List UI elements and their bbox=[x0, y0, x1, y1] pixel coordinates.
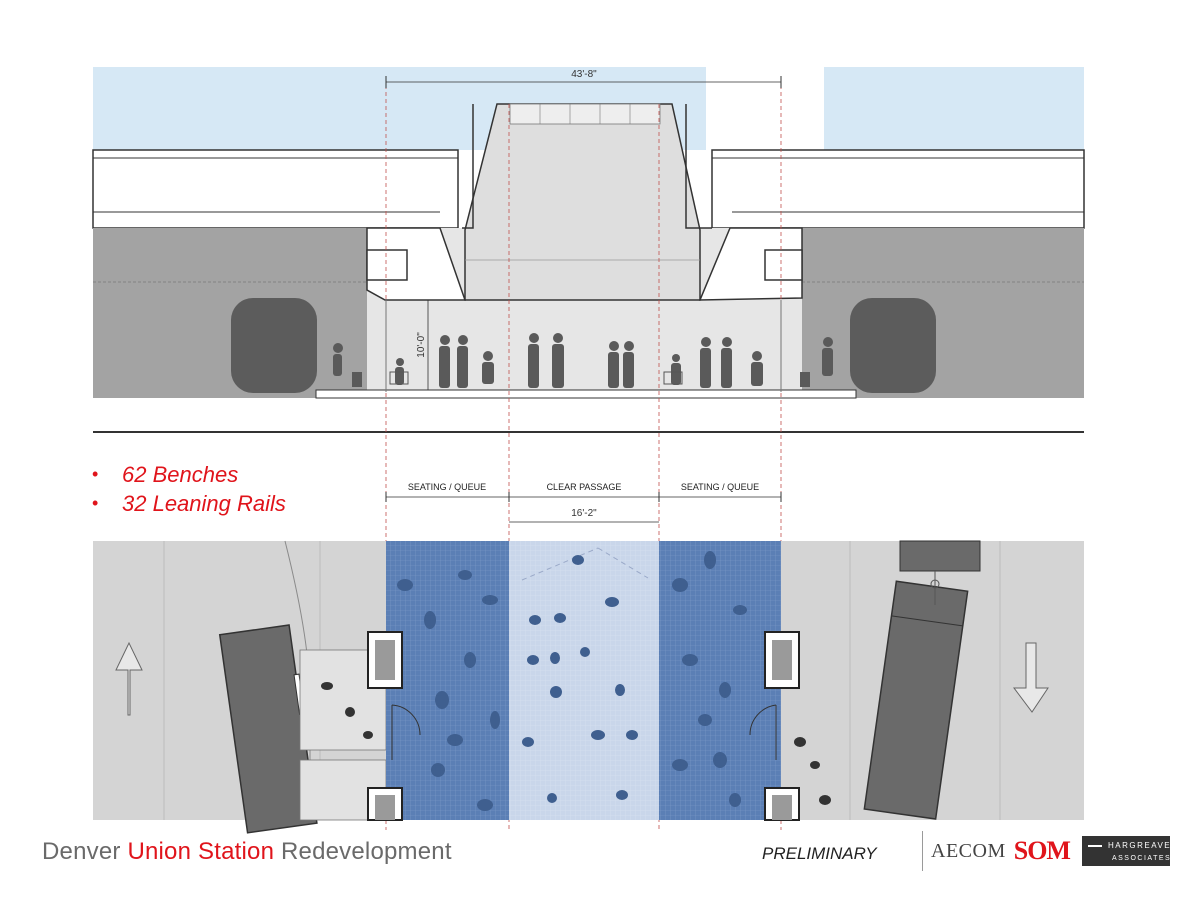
sky-building-right bbox=[706, 67, 824, 150]
zone-label-seating-left: SEATING / QUEUE bbox=[408, 482, 486, 492]
bullet-icon: • bbox=[92, 493, 99, 513]
partner-logos: AECOM SOM HARGREAVES ASSOCIATES bbox=[922, 830, 1176, 872]
project-title-accent: Union Station bbox=[127, 838, 275, 865]
width-dimension-label: 43'-8" bbox=[571, 69, 597, 80]
people-silhouettes-street bbox=[321, 682, 831, 805]
hargreaves-logo-line1: HARGREAVES bbox=[1107, 841, 1178, 850]
amenity-leaning-rails: 32 Leaning Rails bbox=[122, 491, 286, 516]
som-logo: SOM bbox=[1013, 836, 1071, 865]
aecom-logo: AECOM bbox=[931, 839, 1006, 862]
bus-left bbox=[231, 298, 317, 393]
column-blocks bbox=[367, 631, 800, 821]
section-view: 43'-8" 10'-0" bbox=[92, 67, 1085, 830]
lower-level-right bbox=[802, 228, 1084, 398]
bus-plan-right bbox=[863, 580, 969, 820]
hargreaves-logo-line2: ASSOCIATES bbox=[1111, 855, 1172, 862]
traffic-arrow-up-icon bbox=[115, 641, 143, 716]
logo-divider bbox=[922, 831, 923, 871]
upper-deck-right bbox=[711, 149, 1085, 229]
bullet-icon: • bbox=[92, 464, 99, 484]
skylight-glazing bbox=[509, 103, 661, 125]
project-title-part1: Denver bbox=[42, 838, 128, 865]
amenity-item: • 32 Leaning Rails bbox=[92, 489, 286, 518]
project-title: Denver Union Station Redevelopment bbox=[42, 838, 452, 866]
project-title-part3: Redevelopment bbox=[274, 838, 452, 865]
plan-view bbox=[93, 540, 1084, 834]
hargreaves-logo: HARGREAVES ASSOCIATES bbox=[1081, 836, 1176, 866]
amenities-list: • 62 Benches • 32 Leaning Rails bbox=[92, 460, 286, 518]
structure-block-right bbox=[698, 227, 803, 301]
platform-floor bbox=[315, 389, 857, 399]
status-label: PRELIMINARY bbox=[762, 844, 877, 863]
people-silhouettes-passage bbox=[522, 555, 638, 803]
upper-deck-left bbox=[92, 149, 459, 229]
clear-passage-zone bbox=[509, 541, 659, 820]
zone-label-clear-passage: CLEAR PASSAGE bbox=[547, 482, 622, 492]
lower-level-left bbox=[93, 228, 367, 398]
zone-label-seating-right: SEATING / QUEUE bbox=[681, 482, 759, 492]
people-silhouettes-plan bbox=[397, 551, 747, 811]
traffic-arrow-down-icon bbox=[1013, 642, 1049, 713]
amenity-benches: 62 Benches bbox=[122, 462, 239, 487]
height-dimension-label: 10'-0" bbox=[416, 332, 427, 358]
skylight-shaft bbox=[464, 103, 701, 301]
zone-labels: SEATING / QUEUE CLEAR PASSAGE SEATING / … bbox=[385, 482, 782, 523]
amenity-item: • 62 Benches bbox=[92, 460, 286, 489]
benches-section bbox=[389, 371, 683, 385]
bus-right bbox=[850, 298, 936, 393]
passage-width-label: 16'-2" bbox=[571, 508, 597, 519]
